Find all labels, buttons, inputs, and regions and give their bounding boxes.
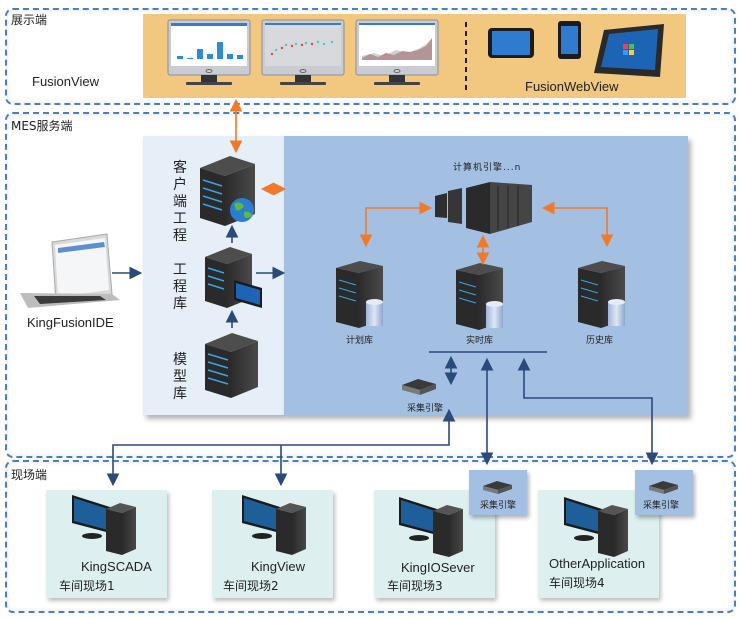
workstation-icon-4: [564, 497, 628, 557]
site-3-collect-engine-label: 采集引擎: [480, 501, 517, 511]
fusionwebview-label: FusionWebView: [525, 79, 619, 94]
workstation-icon-2: [242, 495, 306, 555]
field-zone-label: 现场端: [11, 468, 48, 482]
client-project-label: 客户端工程: [173, 160, 187, 244]
site-4-collect-engine: 采集引擎: [635, 470, 693, 515]
site-2: KingView 车间现场2: [212, 490, 333, 598]
compute-engine-label: 计算机引擎...n: [453, 163, 522, 173]
realtime-db-label: 实时库: [466, 336, 494, 346]
model-lib-label: 模型库: [173, 352, 187, 402]
windows-tablet-icon: [594, 24, 664, 77]
site-1-app: KingSCADA: [81, 559, 152, 574]
plan-db-label: 计划库: [346, 336, 374, 346]
workstation-icon-1: [72, 495, 136, 555]
site-3-collect-device-icon: [483, 481, 512, 494]
project-lib-server-icon: [205, 247, 252, 308]
site4-to-bus-arrow: [517, 357, 659, 466]
project-lib-label: 工程库: [173, 262, 187, 312]
site-4-name: 车间现场4: [549, 576, 605, 590]
site-4-collect-device-icon: [649, 481, 678, 494]
tablet-landscape-icon: [488, 28, 534, 58]
display-zone: [5, 8, 736, 105]
monitor-bar-chart: [167, 19, 251, 85]
site-3-name: 车间现场3: [387, 579, 443, 593]
cluster-to-history-arrow: [541, 201, 614, 248]
model-lib-server-icon: [205, 333, 258, 398]
collect-engine-device-icon: [402, 379, 436, 395]
history-db-label: 历史库: [586, 336, 614, 346]
site-1-name: 车间现场1: [59, 579, 115, 593]
history-db-cylinder-icon: [608, 299, 625, 326]
monitor-icon: [234, 280, 262, 308]
laptop-icon: [20, 233, 120, 308]
site-2-app: KingView: [251, 559, 305, 574]
site-4-app: OtherApplication: [549, 556, 646, 571]
monitor-scatter-chart: [261, 19, 345, 85]
workstation-icon-3: [399, 497, 463, 557]
monitor-area-chart: [355, 19, 439, 85]
mes-zone-label: MES服务端: [11, 119, 73, 133]
phone-icon: [558, 21, 581, 59]
client-project-server-icon: [200, 156, 255, 226]
compute-cluster-icon: [435, 182, 532, 234]
fusionview-label: FusionView: [32, 74, 99, 89]
site-3-app: KingIOSever: [401, 560, 475, 575]
site-2-name: 车间现场2: [223, 579, 279, 593]
plan-db-cylinder-icon: [366, 299, 383, 326]
cluster-to-plan-arrow: [359, 201, 433, 248]
globe-icon: [230, 198, 254, 222]
site-4-collect-engine-label: 采集引擎: [643, 501, 680, 511]
realtime-db-cylinder-icon: [486, 301, 503, 328]
ide-label: KingFusionIDE: [27, 315, 114, 330]
display-zone-label: 展示端: [11, 13, 48, 27]
